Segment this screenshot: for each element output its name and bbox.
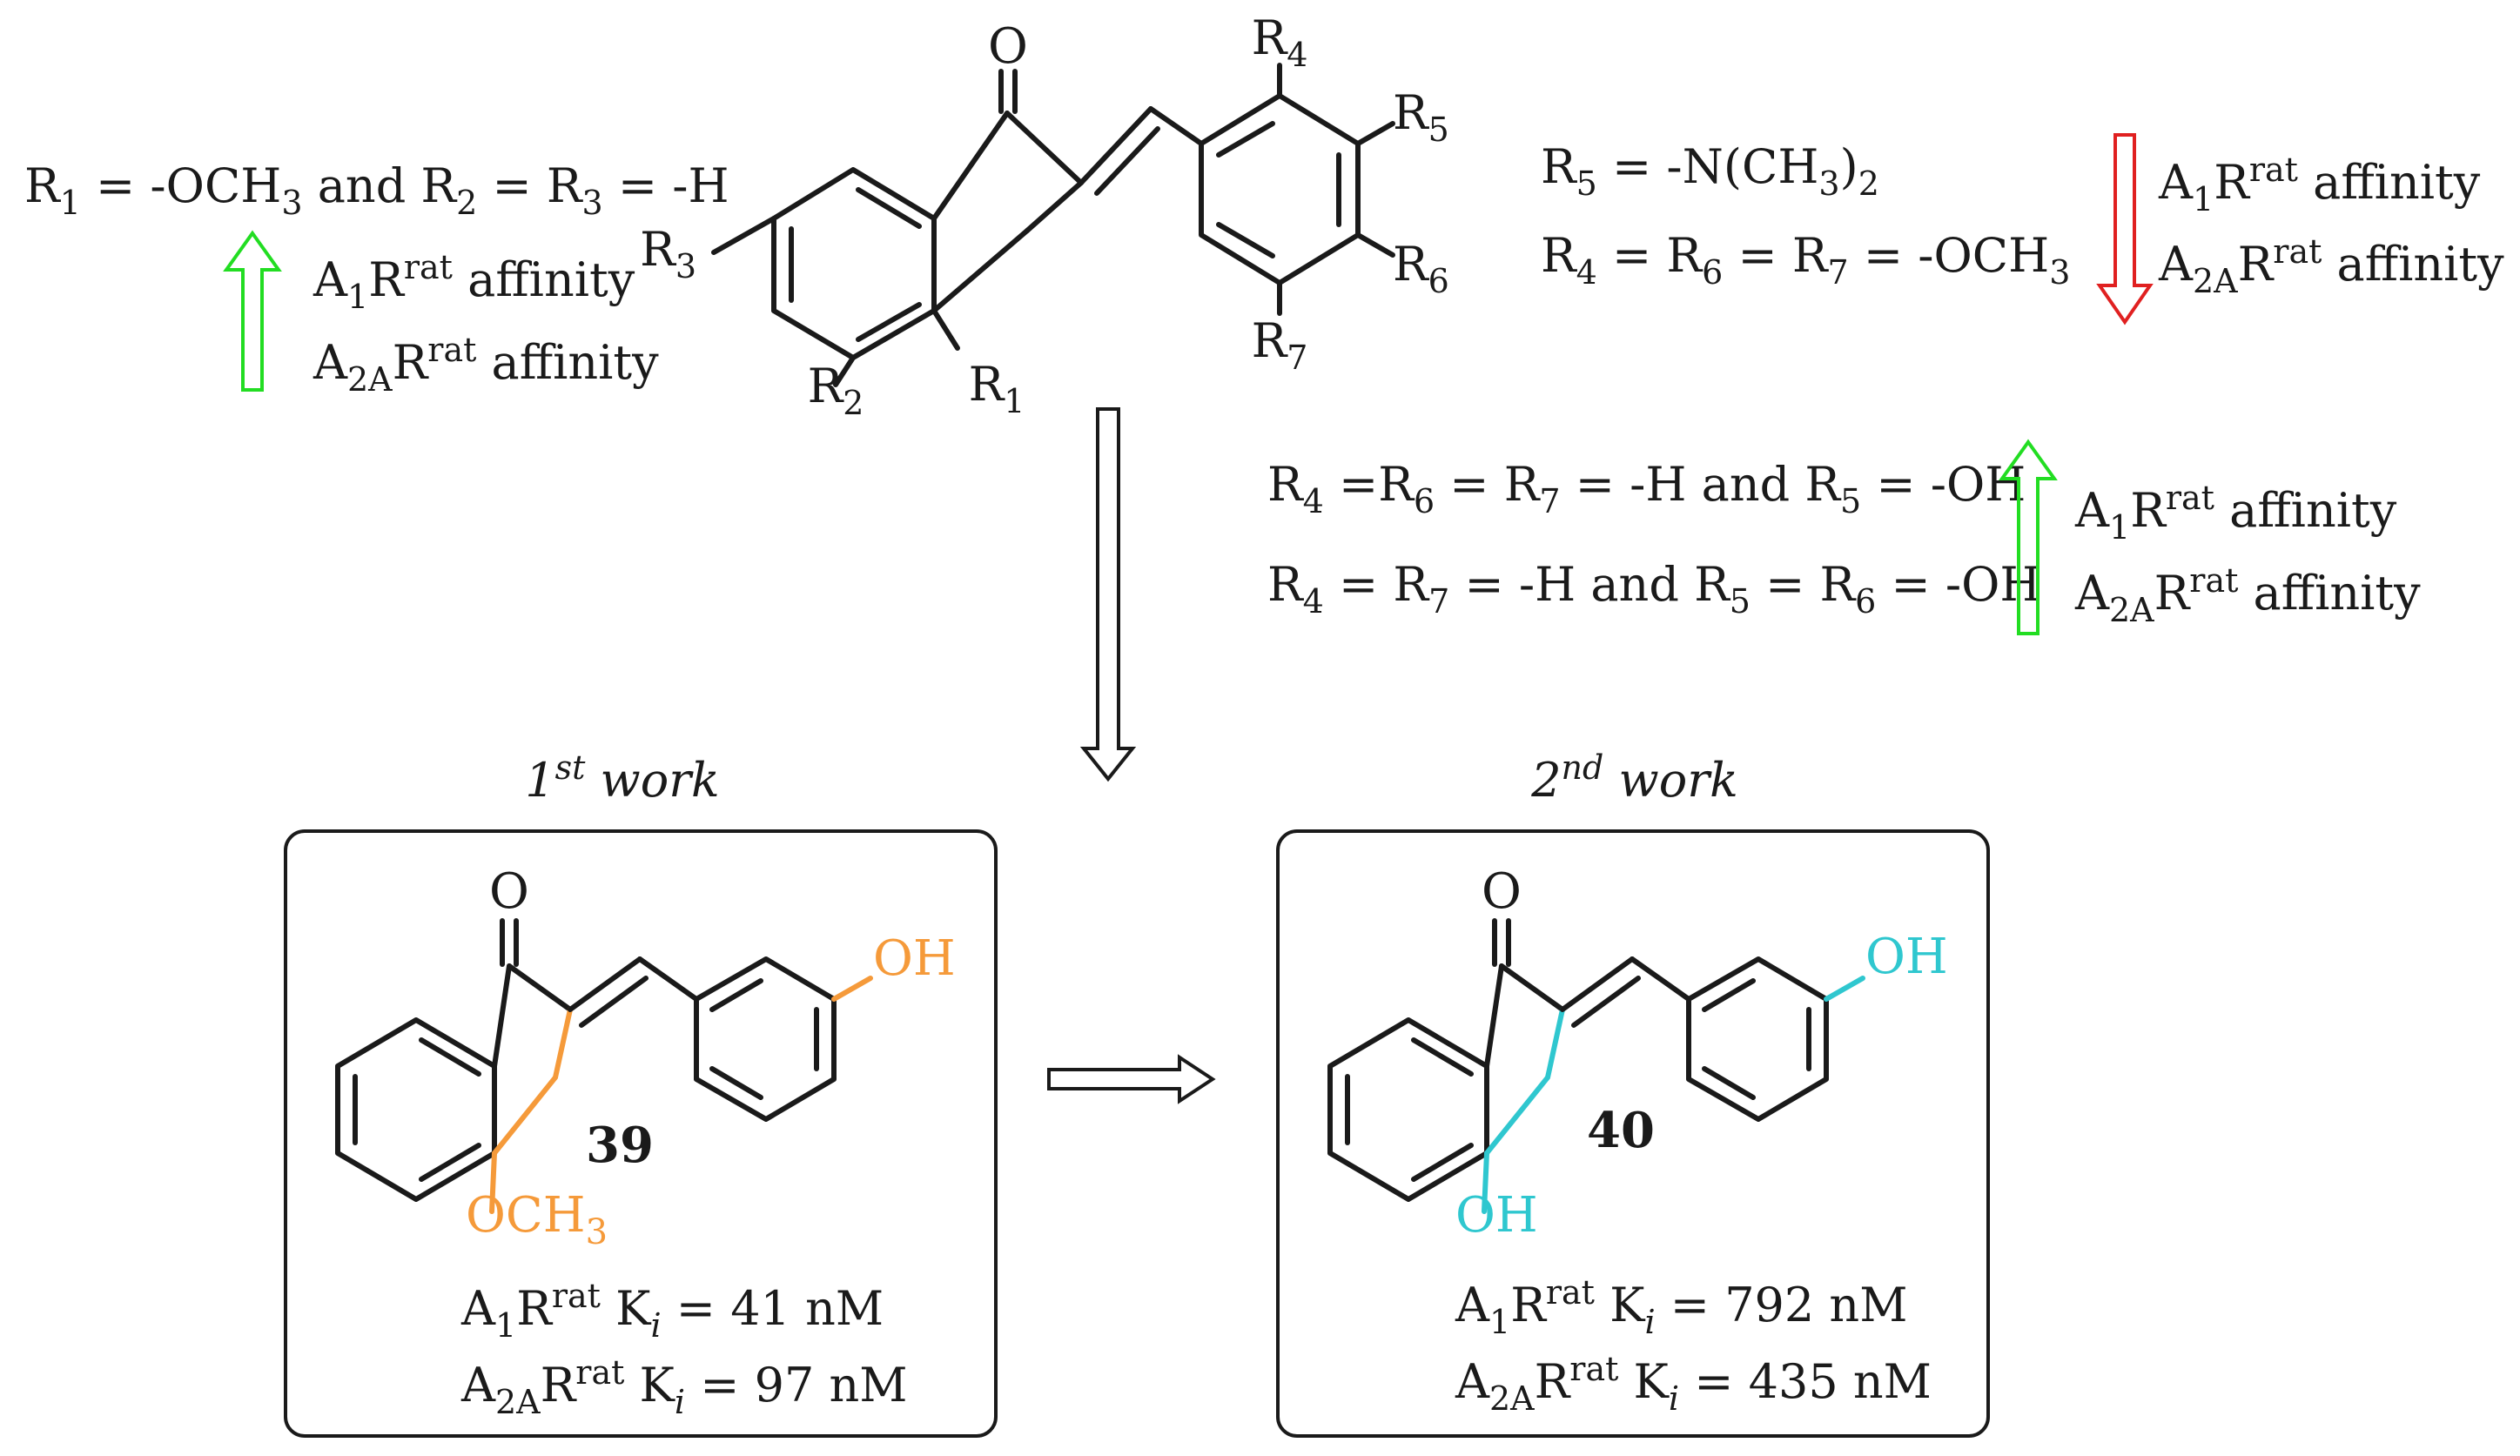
scaffold-r3-label: R3 [640, 222, 696, 285]
left-condition-text: R1 = -OCH3 and R2 = R3 = -H [24, 158, 729, 222]
increase-arrow [1999, 439, 2058, 635]
work1-box [284, 829, 998, 1438]
compound-39-structure [335, 918, 873, 1214]
work2-heading: 2nd work [1530, 748, 1738, 808]
right-open-arrow [1047, 1054, 1216, 1104]
work1-ki-a2a: A2ARrat Ki = 97 nM [460, 1353, 908, 1421]
down-open-arrow [1079, 407, 1137, 782]
right-mid-line2: R4 = R7 = -H and R5 = R6 = -OH [1267, 557, 2041, 621]
compound-39-label: 39 [586, 1117, 654, 1174]
left-sar-note: R1 = -OCH3 and R2 = R3 = -H A1Rrat affin… [24, 158, 729, 399]
work2-carbonyl-o: O [1482, 863, 1522, 920]
work1-phenol-oh: OH [873, 930, 956, 987]
work2-panel: 2nd work O OH 40 OH A1Rrat Ki = [1276, 748, 1990, 1438]
right-top-line2: R4 = R6 = R7 = -OCH3 [1541, 228, 2070, 292]
right-mid-sar-note: R4 =R6 = R7 = -H and R5 = -OH R4 = R7 = … [1267, 439, 2421, 635]
compound-40-label: 40 [1587, 1102, 1655, 1159]
scaffold-r6-label: R6 [1393, 237, 1449, 300]
scaffold-r4-label: R4 [1252, 10, 1308, 74]
compound-40-structure [1327, 918, 1865, 1214]
work1-panel: 1st work [284, 748, 998, 1438]
scaffold-structure: O R3 R2 R1 R4 R5 R6 R7 [640, 10, 1449, 422]
scaffold-r7-label: R7 [1252, 313, 1308, 377]
work2-ki-a2a: A2ARrat Ki = 435 nM [1455, 1350, 1932, 1418]
work2-oh: OH [1455, 1187, 1538, 1244]
right-top-line1: R5 = -N(CH3)2 [1541, 139, 1879, 203]
left-a1-affinity: A1Rrat affinity [312, 248, 635, 316]
work1-och3: OCH3 [466, 1187, 608, 1252]
work2-phenol-oh: OH [1865, 929, 1948, 985]
right-mid-line1: R4 =R6 = R7 = -H and R5 = -OH [1267, 457, 2026, 520]
work1-heading: 1st work [525, 748, 720, 808]
scaffold-r5-label: R5 [1393, 85, 1449, 149]
scaffold-r2-label: R2 [808, 359, 864, 422]
right-mid-a2a-affinity: A2ARrat affinity [2074, 561, 2421, 629]
work2-box [1276, 829, 1990, 1438]
work1-carbonyl-o: O [489, 863, 529, 920]
left-a2a-affinity: A2ARrat affinity [312, 331, 659, 399]
right-top-a1-affinity: A1Rrat affinity [2158, 151, 2481, 218]
scaffold-r1-label: R1 [969, 357, 1025, 420]
work1-ki-a1: A1Rrat Ki = 41 nM [460, 1277, 884, 1345]
right-top-a2a-affinity: A2ARrat affinity [2158, 232, 2504, 300]
right-top-sar-note: R5 = -N(CH3)2 R4 = R6 = R7 = -OCH3 A1Rra… [1541, 133, 2504, 325]
scaffold-carbonyl-o: O [988, 18, 1028, 75]
increase-arrow [223, 230, 282, 392]
scaffold-bonds [711, 63, 1395, 387]
work2-ki-a1: A1Rrat Ki = 792 nM [1455, 1273, 1908, 1341]
right-mid-a1-affinity: A1Rrat affinity [2074, 479, 2397, 547]
decrease-arrow [2096, 133, 2154, 325]
